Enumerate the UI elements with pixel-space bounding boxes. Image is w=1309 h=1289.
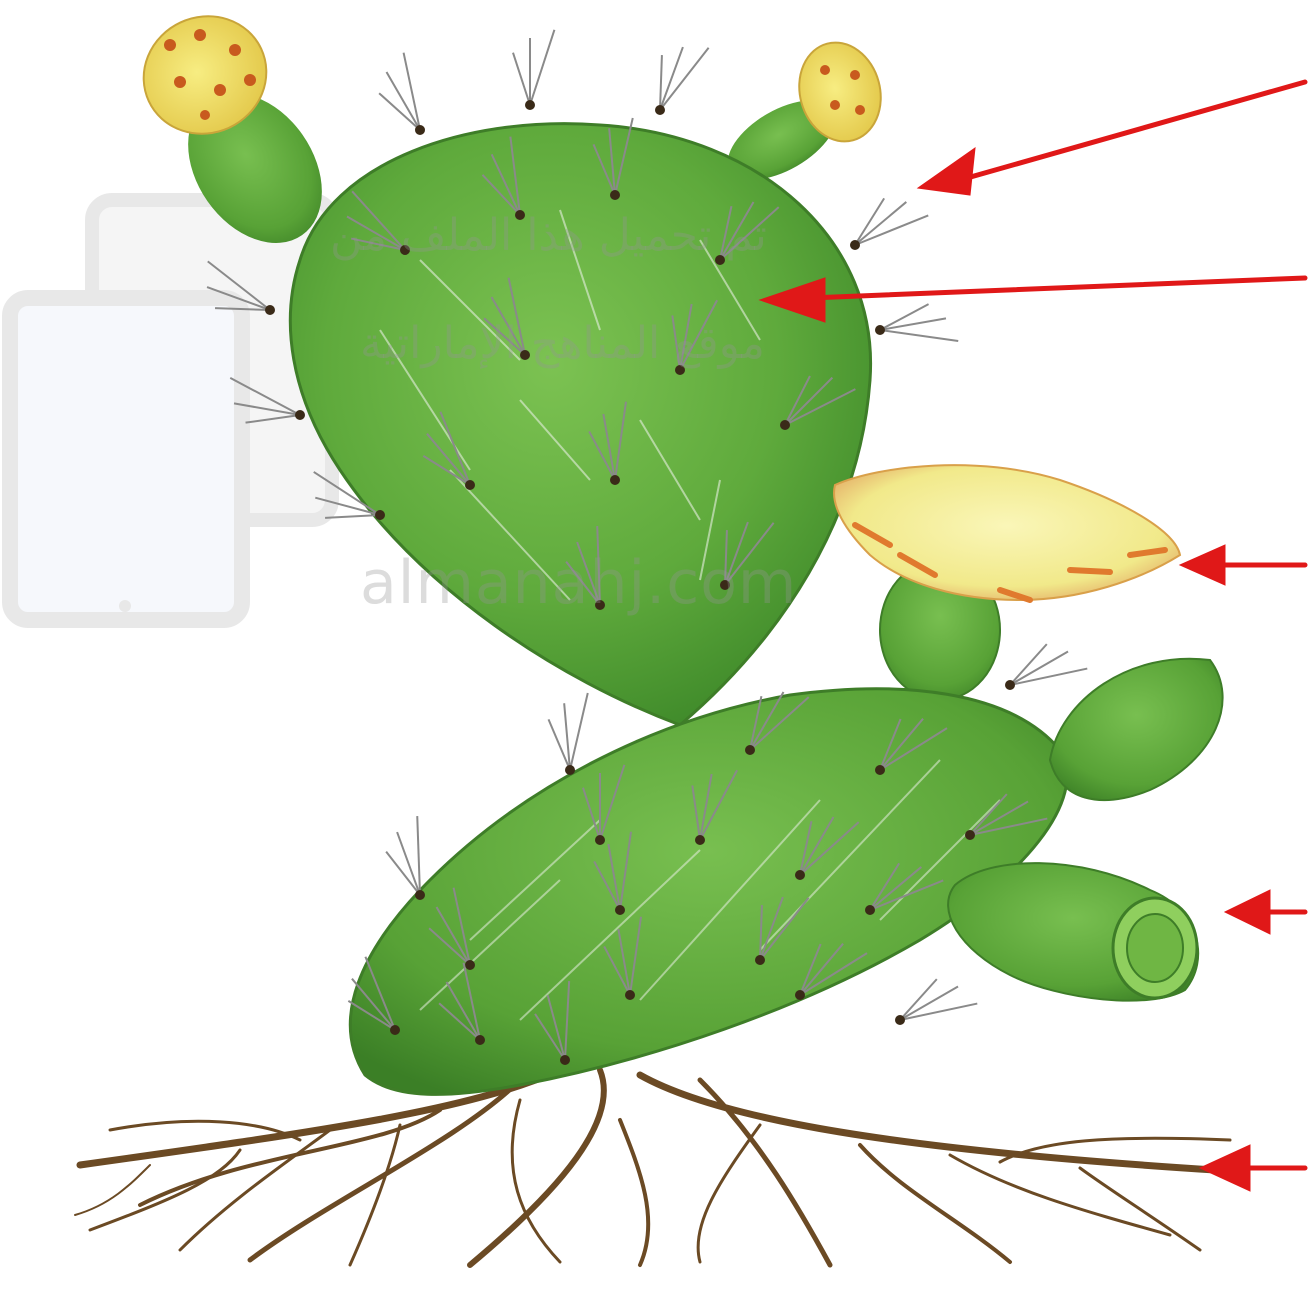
spine-cluster [1005,644,1087,690]
areole [655,105,665,115]
areole [595,600,605,610]
spine [900,987,958,1021]
side-pad [1050,659,1223,800]
spine-cluster [513,30,554,110]
spine [855,215,928,245]
areole [715,255,725,265]
spine [1010,652,1068,686]
areole [965,830,975,840]
areole [475,1035,485,1045]
spine-cluster [386,816,425,900]
spine [397,832,420,895]
areole [265,305,275,315]
areole [390,1025,400,1035]
spine [387,72,421,130]
areole [695,835,705,845]
spine [660,55,662,110]
arrow-fruit [1225,890,1305,934]
areole [720,580,730,590]
spine [855,198,884,245]
areole [755,955,765,965]
fruit [948,863,1198,1001]
areole [415,125,425,135]
spine-cluster [895,979,977,1025]
areole [610,475,620,485]
areole [795,870,805,880]
areole [375,510,385,520]
areole [415,890,425,900]
areole [1005,680,1015,690]
flower [834,465,1180,700]
areole [875,325,885,335]
spine [660,47,683,110]
areole [625,990,635,1000]
areole [610,190,620,200]
areole [465,480,475,490]
spine [530,30,554,105]
areole [565,765,575,775]
areole [675,365,685,375]
areole [795,990,805,1000]
spine [513,53,530,105]
areole [895,1015,905,1025]
arrow-flower [1180,545,1305,585]
areole [560,1055,570,1065]
areole [615,905,625,915]
spine-cluster [549,693,588,775]
areole [850,240,860,250]
areole [865,905,875,915]
arrow-spines [918,82,1305,195]
watermark-tablet-icon [10,200,332,620]
arrow-roots [1200,1145,1305,1191]
spine [570,693,588,770]
areole [745,745,755,755]
spine [855,202,906,245]
spine [417,816,420,895]
spine [880,330,958,341]
areole [875,765,885,775]
areole [465,960,475,970]
areole [525,100,535,110]
areole [515,210,525,220]
spine-cluster [850,198,928,250]
areole [780,420,790,430]
spine [660,48,709,110]
areole [400,245,410,255]
spine-cluster [379,53,425,135]
areole [520,350,530,360]
areole [295,410,305,420]
spine [386,852,420,895]
pointer-arrows [760,82,1305,1191]
roots [75,1070,1230,1265]
spine-cluster [655,47,709,115]
areole [595,835,605,845]
spine-cluster [875,304,958,341]
